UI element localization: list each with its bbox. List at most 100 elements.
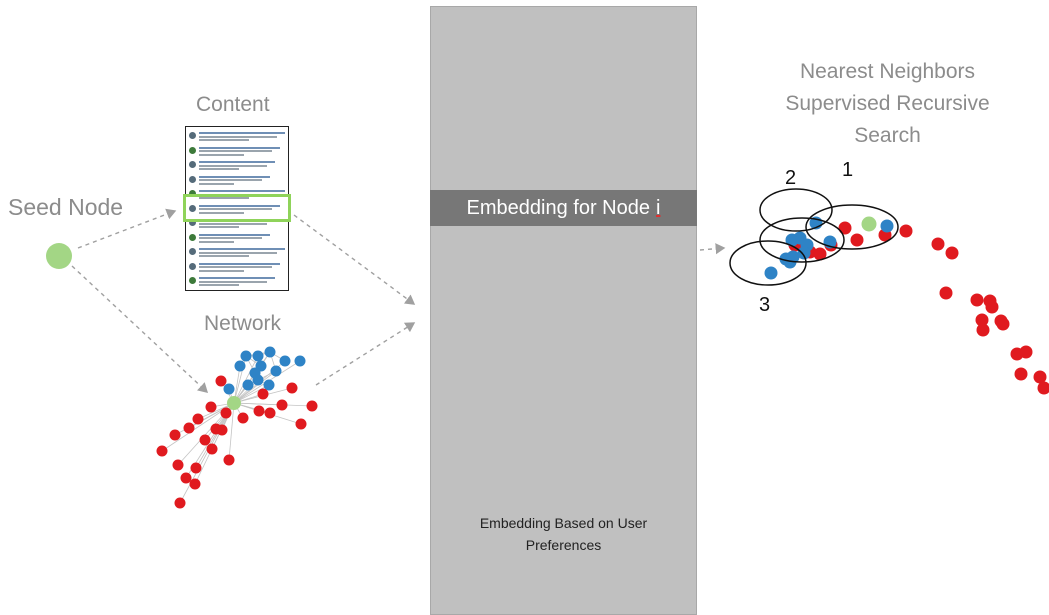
network-node-red (264, 407, 276, 419)
arrow-content-to-embedding (293, 214, 416, 305)
neighbor-scatter (729, 188, 1049, 395)
network-node-blue (234, 360, 246, 372)
seed-node (46, 243, 72, 269)
network-node-red (306, 400, 318, 412)
network-node-red (183, 422, 195, 434)
scatter-point-red (976, 323, 990, 337)
network-edge (233, 370, 277, 404)
cluster-ellipse-3 (729, 240, 807, 286)
post-text-line (199, 146, 280, 149)
scatter-point-blue (764, 266, 778, 280)
scatter-point-red (1037, 381, 1049, 395)
network-node-red (156, 445, 168, 457)
scatter-point-red (1019, 345, 1033, 359)
post-text-line (199, 284, 239, 286)
scatter-point-blue (786, 250, 800, 264)
post-text-line (199, 135, 277, 138)
network-node-red (286, 382, 298, 394)
post-text-line (199, 164, 267, 167)
network-node-blue (223, 383, 235, 395)
post-text-line (199, 132, 285, 134)
network-graph (156, 346, 318, 509)
network-node-blue (294, 355, 306, 367)
arrow-seed-to-network (71, 265, 209, 393)
content-post (189, 204, 285, 217)
network-node-red (190, 462, 202, 474)
post-text-line (199, 277, 275, 279)
scatter-point-red (850, 233, 864, 247)
scatter-point-red (931, 237, 945, 251)
cluster-label-1: 1 (842, 159, 854, 181)
post-avatar-icon (189, 233, 196, 241)
network-node-red (180, 472, 192, 484)
network-node-red (223, 454, 235, 466)
scatter-point-blue (797, 246, 811, 260)
embedding-node-header: Embedding for Node i (430, 190, 697, 226)
scatter-point-red (985, 300, 999, 314)
post-text-line (199, 240, 234, 243)
post-text-line (199, 248, 285, 250)
post-text-line (199, 182, 234, 185)
post-text-line (199, 139, 249, 141)
network-node-red (172, 459, 184, 471)
network-node-red (295, 418, 307, 430)
scatter-point-red (1014, 367, 1028, 381)
post-avatar-icon (189, 175, 196, 183)
arrow-seed-to-content (77, 208, 177, 249)
network-node-red (189, 478, 201, 490)
scatter-seed-point (861, 216, 877, 232)
embedding-panel (430, 6, 697, 615)
network-node-blue (270, 365, 282, 377)
network-node-red (205, 401, 217, 413)
post-text-line (199, 226, 239, 228)
post-text-line (199, 251, 277, 254)
post-text-line (199, 262, 280, 265)
cluster-ellipse-2 (759, 188, 833, 232)
scatter-point-blue (880, 219, 894, 233)
post-text-line (199, 222, 267, 225)
network-node-blue (279, 355, 291, 367)
cluster-label-3: 3 (759, 294, 771, 316)
content-post (189, 247, 285, 260)
post-text-line (199, 175, 270, 178)
network-node-blue (264, 346, 276, 358)
cluster-ellipse-mid (759, 217, 845, 263)
network-node-blue (252, 374, 264, 386)
post-text-line (199, 168, 239, 170)
content-post (189, 276, 285, 289)
post-text-line (199, 150, 272, 152)
scatter-point-red (813, 247, 827, 261)
scatter-point-red (899, 224, 913, 238)
scatter-point-red (939, 286, 953, 300)
post-text-line (199, 179, 262, 181)
network-node-blue (242, 379, 254, 391)
post-avatar-icon (189, 277, 196, 284)
network-edge (179, 402, 235, 504)
network-node-red (206, 443, 218, 455)
post-text-line (199, 233, 270, 236)
network-node-red (192, 413, 204, 425)
cluster-label-2: 2 (785, 167, 797, 189)
post-text-line (199, 153, 244, 156)
network-node-blue (240, 350, 252, 362)
post-avatar-icon (189, 204, 196, 212)
embedding-caption-line2: Preferences (525, 537, 602, 553)
scatter-point-red (1033, 370, 1047, 384)
post-text-line (199, 266, 272, 268)
post-avatar-icon (189, 219, 196, 226)
embedding-header-text: Embedding for Node (466, 196, 650, 219)
nearest-neighbors-title: Nearest Neighbors Supervised Recursive S… (760, 56, 1015, 152)
post-text-line (199, 280, 267, 283)
network-node-red (237, 412, 249, 424)
content-post (189, 262, 285, 275)
content-highlight-box (183, 194, 291, 222)
cluster-ellipse-1 (805, 204, 899, 250)
post-avatar-icon (189, 146, 196, 154)
post-text-line (199, 211, 244, 214)
post-text-line (199, 269, 244, 272)
content-post (189, 131, 285, 144)
post-avatar-icon (189, 190, 196, 197)
embedding-caption: Embedding Based on User Preferences (440, 512, 687, 556)
post-avatar-icon (189, 132, 196, 139)
post-text-line (199, 208, 272, 210)
